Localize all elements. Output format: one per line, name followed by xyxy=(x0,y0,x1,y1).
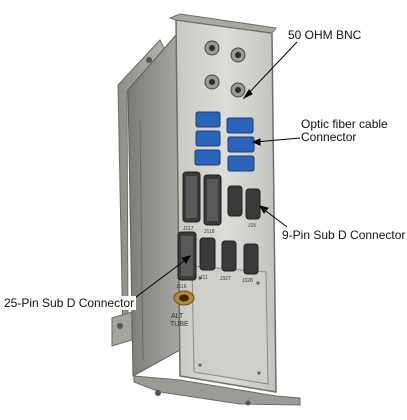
optic-fiber-connectors xyxy=(194,111,255,172)
bnc-connectors xyxy=(204,40,246,98)
connector-id-label: J118 xyxy=(204,229,215,235)
optic-callout-label-line1: Optic fiber cable xyxy=(301,117,388,131)
sub-d-connectors-upper xyxy=(182,171,261,226)
alt-tube-label-line2: TUBE xyxy=(170,321,189,328)
connector-id-label: J328 xyxy=(242,278,253,284)
connector-id-label: J327 xyxy=(220,276,231,282)
alt-tube-label-line1: ALT xyxy=(171,313,184,320)
bnc-callout-label: 50 OHM BNC xyxy=(288,28,362,42)
connector-id-label: J15 xyxy=(248,223,256,229)
left-mounting-bracket xyxy=(111,39,166,347)
connector-id-label: J116 xyxy=(176,284,187,290)
bottom-mounting-bracket xyxy=(133,375,301,406)
alt-tube-fitting xyxy=(173,290,195,306)
optic-callout-label-line2: Connector xyxy=(301,130,357,144)
nine-pin-callout-label: 9-Pin Sub D Connector xyxy=(282,228,406,242)
connector-id-label: J117 xyxy=(183,226,194,232)
callout-leader-lines xyxy=(131,41,301,301)
connector-id-label: J11 xyxy=(200,275,208,281)
sub-d-connectors-lower xyxy=(177,231,259,281)
twentyfive-pin-callout-label: 25-Pin Sub D Connector xyxy=(2,296,137,310)
